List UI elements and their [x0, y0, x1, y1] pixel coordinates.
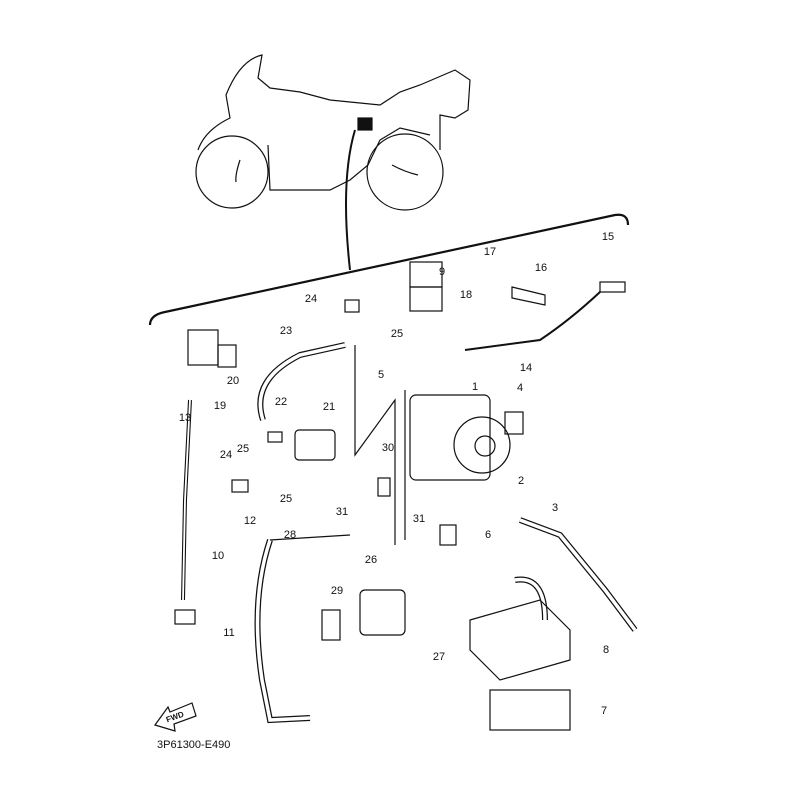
callout-3[interactable]: 3 — [551, 502, 559, 514]
callout-10[interactable]: 10 — [211, 550, 225, 562]
callout-6[interactable]: 6 — [484, 529, 492, 541]
abs-parts — [174, 261, 638, 731]
callout-16[interactable]: 16 — [534, 262, 548, 274]
callout-bracket — [148, 213, 630, 326]
callout-11[interactable]: 11 — [223, 627, 235, 639]
callout-25[interactable]: 25 — [236, 443, 250, 455]
callout-5[interactable]: 5 — [377, 369, 385, 381]
callout-31[interactable]: 31 — [335, 506, 349, 518]
callout-12[interactable]: 12 — [243, 515, 257, 527]
callout-19[interactable]: 19 — [213, 400, 227, 412]
callout-8[interactable]: 8 — [602, 644, 610, 656]
motorcycle-outline — [195, 54, 471, 271]
callout-27[interactable]: 27 — [432, 651, 446, 663]
callout-13[interactable]: 13 — [178, 412, 192, 424]
callout-9[interactable]: 9 — [438, 266, 446, 278]
callout-7[interactable]: 7 — [600, 705, 608, 717]
callout-14[interactable]: 14 — [519, 362, 533, 374]
callout-2[interactable]: 2 — [517, 475, 525, 487]
callout-4[interactable]: 4 — [516, 382, 524, 394]
fwd-arrow-icon — [154, 702, 197, 732]
callout-1[interactable]: 1 — [471, 381, 479, 393]
callout-28[interactable]: 28 — [283, 529, 297, 541]
callout-24[interactable]: 24 — [219, 449, 233, 461]
callout-25[interactable]: 25 — [390, 328, 404, 340]
callout-31[interactable]: 31 — [412, 513, 426, 525]
callout-15[interactable]: 15 — [601, 231, 615, 243]
callout-23[interactable]: 23 — [279, 325, 293, 337]
callout-21[interactable]: 21 — [322, 401, 336, 413]
callout-29[interactable]: 29 — [330, 585, 344, 597]
callout-24[interactable]: 24 — [304, 293, 318, 305]
diagram-code: 3P61300-E490 — [157, 739, 231, 751]
callout-26[interactable]: 26 — [364, 554, 378, 566]
callout-22[interactable]: 22 — [274, 396, 288, 408]
callout-20[interactable]: 20 — [226, 375, 240, 387]
callout-17[interactable]: 17 — [483, 246, 497, 258]
callout-30[interactable]: 30 — [381, 442, 395, 454]
callout-25[interactable]: 25 — [279, 493, 293, 505]
callout-18[interactable]: 18 — [459, 289, 473, 301]
